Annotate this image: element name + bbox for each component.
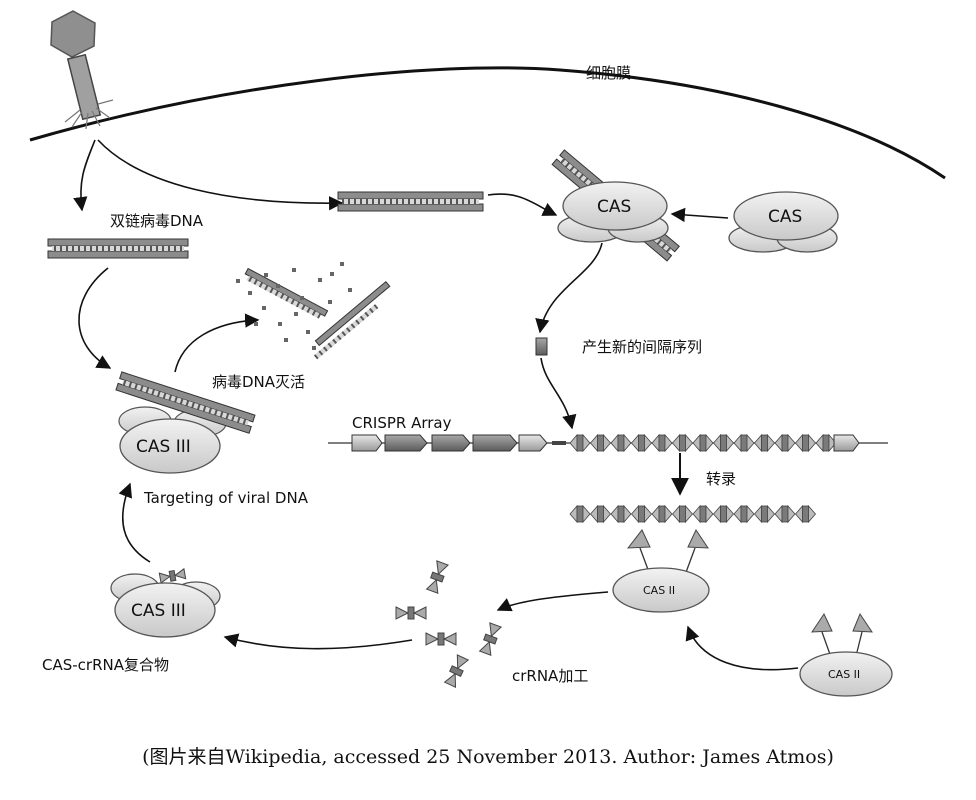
cas-ii-label-bound: CAS II — [643, 584, 675, 597]
bacteriophage — [50, 10, 114, 130]
arrow-cas-ii-to-processing — [496, 591, 609, 612]
crispr-repeat-spacer-units — [569, 433, 837, 453]
arrow-injection-to-cas — [97, 139, 344, 211]
phage-head — [50, 10, 96, 58]
cas-crrna-complex-label: CAS-crRNA复合物 — [42, 656, 169, 674]
phage-tail-fibers — [64, 99, 114, 130]
cas-free — [728, 191, 839, 253]
viral-dsdna-label: 双链病毒DNA — [110, 212, 204, 230]
crispr-array — [328, 433, 888, 453]
cas-iii-targeting-complex — [115, 371, 256, 474]
cas-acquisition-complex — [551, 149, 680, 262]
membrane-label: 细胞膜 — [586, 64, 631, 82]
arrow-injection-to-dsdna — [73, 139, 96, 212]
crrna-processing-label: crRNA加工 — [512, 667, 588, 685]
arrow-targeting-to-inactivation — [174, 313, 260, 373]
cas-iii-label-complex: CAS III — [131, 601, 186, 621]
phage-tail — [66, 53, 102, 121]
targeting-label: Targeting of viral DNA — [143, 489, 309, 507]
arrow-dsdna-to-cas — [487, 193, 558, 216]
figure-caption: (图片来自Wikipedia, accessed 25 November 201… — [142, 746, 834, 768]
arrow-cas-to-spacer — [535, 242, 603, 334]
arrow-processing-to-complex — [223, 633, 413, 650]
dna-inactivation-label: 病毒DNA灭活 — [212, 373, 305, 391]
cas-ii-label-free: CAS II — [828, 668, 860, 681]
cas-label-main: CAS — [597, 197, 631, 217]
transcription-label: 转录 — [706, 470, 736, 488]
arrow-free-cas-ii — [685, 625, 799, 671]
crispr-array-label: CRISPR Array — [352, 414, 452, 432]
arrow-spacer-to-array — [540, 357, 577, 430]
cas-iii-label-targeting: CAS III — [136, 437, 191, 457]
arrow-complex-to-targeting — [118, 482, 151, 563]
viral-dsdna-top — [337, 191, 484, 212]
arrow-free-cas — [670, 207, 729, 223]
cas-protein-main — [562, 181, 668, 231]
new-spacer-block — [535, 337, 548, 356]
cas-label-free: CAS — [768, 207, 802, 227]
viral-dsdna-left — [47, 238, 189, 259]
cell-membrane — [29, 66, 946, 180]
degraded-viral-dna — [236, 262, 391, 360]
crrna-fragments — [395, 560, 503, 689]
cas-ii-bound — [612, 528, 710, 613]
cas-iii-crrna-complex — [110, 567, 221, 638]
pre-crrna — [569, 504, 817, 524]
cas-ii-free — [799, 612, 893, 697]
arrow-dsdna-to-targeting — [78, 267, 112, 369]
new-spacer-label: 产生新的间隔序列 — [582, 338, 702, 356]
